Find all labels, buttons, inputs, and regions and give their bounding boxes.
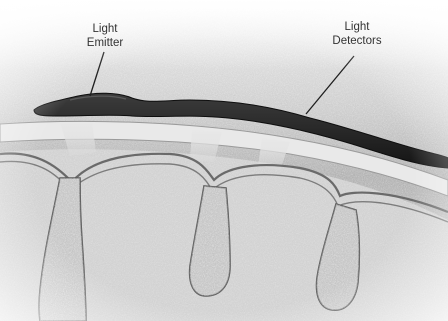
light-detectors-label-line-1: Light (312, 20, 402, 34)
light-detectors-label: Light Detectors (312, 20, 402, 48)
light-emitter-label-line-1: Light (72, 22, 138, 36)
light-emitter-label: Light Emitter (72, 22, 138, 50)
light-emitter-label-line-2: Emitter (72, 36, 138, 50)
light-detectors-label-line-2: Detectors (312, 34, 402, 48)
